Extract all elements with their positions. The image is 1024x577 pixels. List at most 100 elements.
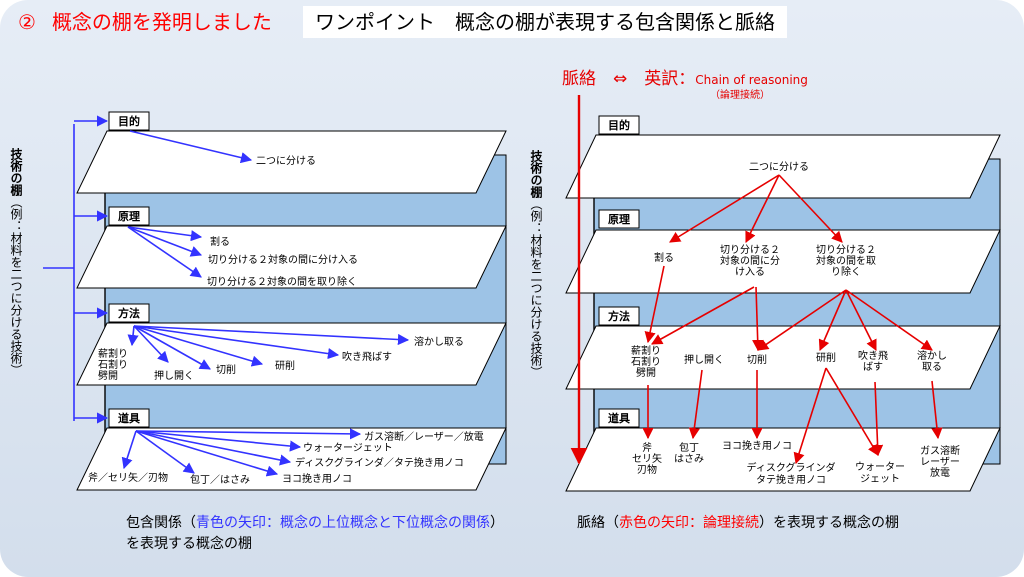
tool-item-line: ヨコ挽き用ノコ	[282, 472, 352, 485]
chain-method-tool	[793, 367, 827, 465]
shelf-purpose	[565, 134, 1001, 199]
arrow-method	[133, 325, 264, 367]
left-side-label: 技術の棚（例：材料を二つに分ける技術）	[9, 147, 23, 376]
tool-item: ヨコ挽き用ノコ	[282, 472, 352, 485]
principle-item: 割る	[210, 235, 230, 248]
method-item: 研削	[816, 351, 836, 364]
method-item-line: 溶かし取る	[414, 335, 464, 348]
method-item-line: 石割り	[98, 358, 128, 371]
principle-item-line: り除く	[831, 265, 861, 278]
chain-principle-method	[757, 289, 847, 351]
chain-header-english: Chain of reasoning	[695, 73, 808, 87]
chain-method-tool	[871, 381, 884, 457]
right-purpose-label-line: 目的	[608, 118, 630, 132]
tool-item: ガス溶断／レーザー／放電	[364, 430, 484, 443]
left-purpose-tab	[108, 111, 150, 131]
principle-item: 切り分ける２対象の間を取り除く	[207, 275, 357, 288]
tool-item-line: ウォータージェット	[303, 442, 393, 454]
principle-item-line: け入る	[735, 266, 765, 278]
chain-purpose-principle	[778, 174, 843, 243]
left-caption: 包含関係（青色の矢印：概念の上位概念と下位概念の関係）を表現する概念の棚	[126, 513, 516, 555]
arrow-principle	[127, 226, 202, 278]
shelf-method	[76, 322, 507, 386]
method-item-line: 押し開く	[154, 369, 194, 382]
tool-item-line: 包丁	[679, 441, 699, 454]
arrow-method	[133, 325, 169, 363]
tool-item: ディスクグラインダ／タテ挽き用ノコ	[295, 456, 464, 469]
shelf-tool	[565, 427, 1001, 492]
principle-item-line: 切り分ける２対象の間を取り除く	[207, 275, 357, 288]
arrow-tool	[135, 430, 292, 466]
method-item: 薪割り石割り劈開	[631, 344, 661, 379]
right-caption-part2: ）を表現する概念の棚	[759, 515, 899, 531]
method-item-line: ばす	[863, 361, 883, 373]
principle-item-line: 対象の間を取	[816, 254, 876, 267]
method-item: 吹き飛ばす	[858, 349, 888, 373]
right-side-label-rest: （例：材料を二つに分ける技術）	[529, 198, 543, 378]
arrow-method	[133, 325, 340, 360]
chain-principle-method	[644, 265, 665, 344]
right-principle-label: 原理	[608, 213, 630, 226]
arrow-principle	[127, 226, 203, 257]
tool-item-line: 斧／セリ矢／刃物	[88, 471, 168, 484]
left-caption-part1: 包含関係（	[126, 515, 196, 531]
left-shelf-diagram: 目的原理方法道具技術の棚（例：材料を二つに分ける技術）二つに分ける割る切り分ける…	[9, 111, 507, 491]
chain-purpose-principle	[669, 174, 780, 243]
method-item-line: 薪割り	[98, 347, 128, 360]
method-item-line: 研削	[816, 351, 836, 364]
tool-item: 斧セリ矢刃物	[632, 442, 662, 476]
method-item-line: 劈開	[98, 369, 118, 382]
arrow-method	[127, 325, 139, 347]
right-principle-tab	[598, 209, 640, 229]
tool-item-line: ディスクグラインダ／タテ挽き用ノコ	[295, 456, 464, 469]
right-method-label-line: 方法	[608, 309, 630, 323]
purpose-item: 二つに分ける	[256, 155, 316, 167]
shelf-principle	[76, 225, 507, 289]
left-side-label-bold: 技術の棚	[9, 147, 23, 197]
method-item: 溶かし取る	[414, 335, 464, 348]
method-item-line: 吹き飛	[858, 349, 888, 362]
chain-principle-method	[845, 289, 933, 351]
tool-item: ウォータージェット	[303, 442, 393, 454]
tool-item: 斧／セリ矢／刃物	[88, 471, 168, 484]
principle-item: 切り分ける２対象の間に分け入る	[208, 253, 358, 266]
arrow-tool	[135, 430, 279, 477]
method-item: 研削	[275, 359, 295, 372]
tool-item-line: ガス溶断	[920, 444, 960, 457]
purpose-item-line: 二つに分ける	[749, 161, 809, 173]
tool-item: 包丁／はさみ	[190, 473, 250, 486]
method-item: 吹き飛ばす	[342, 350, 392, 363]
chain-principle-method	[818, 289, 847, 352]
title-number: ②	[18, 10, 36, 34]
tool-item-line: タテ挽き用ノコ	[756, 473, 826, 486]
left-method-label: 方法	[118, 306, 140, 320]
tool-item-line: ヨコ挽き用ノコ	[722, 439, 792, 452]
chain-header-main: 脈絡 ⇔ 英訳：	[562, 69, 696, 89]
chain-principle-method	[845, 289, 877, 352]
left-principle-label: 原理	[118, 210, 140, 223]
tool-item: ディスクグラインダタテ挽き用ノコ	[747, 461, 836, 486]
left-principle-tab	[108, 206, 150, 226]
right-method-tab	[598, 306, 640, 326]
principle-item-line: 割る	[210, 235, 230, 248]
left-tool-label-line: 道具	[118, 411, 140, 425]
principle-item-line: 切り分ける２	[720, 244, 780, 256]
right-caption-part1: 脈絡（	[577, 515, 619, 531]
right-side-label: 技術の棚（例：材料を二つに分ける技術）	[529, 149, 543, 378]
right-tool-label-line: 道具	[608, 411, 630, 425]
right-side-label-bold: 技術の棚	[529, 149, 543, 199]
shelf-tool	[76, 427, 507, 491]
arrow-method	[133, 325, 211, 370]
method-item-line: 切削	[216, 363, 236, 376]
right-tool-tab	[598, 408, 640, 428]
arrow-tool	[135, 430, 195, 474]
chain-method-tool	[688, 369, 703, 440]
tool-item-line: ウォーター	[855, 461, 905, 473]
principle-item-line: 切り分ける２対象の間に分け入る	[208, 253, 358, 266]
subtitle-box: ワンポイント 概念の棚が表現する包含関係と脈絡	[303, 6, 787, 38]
tool-item-line: ディスクグラインダ	[747, 461, 836, 474]
chain-principle-method	[651, 286, 755, 345]
method-item-line: 劈開	[636, 366, 656, 379]
principle-item: 切り分ける２対象の間に分け入る	[720, 244, 780, 278]
method-item: 切削	[216, 363, 236, 376]
